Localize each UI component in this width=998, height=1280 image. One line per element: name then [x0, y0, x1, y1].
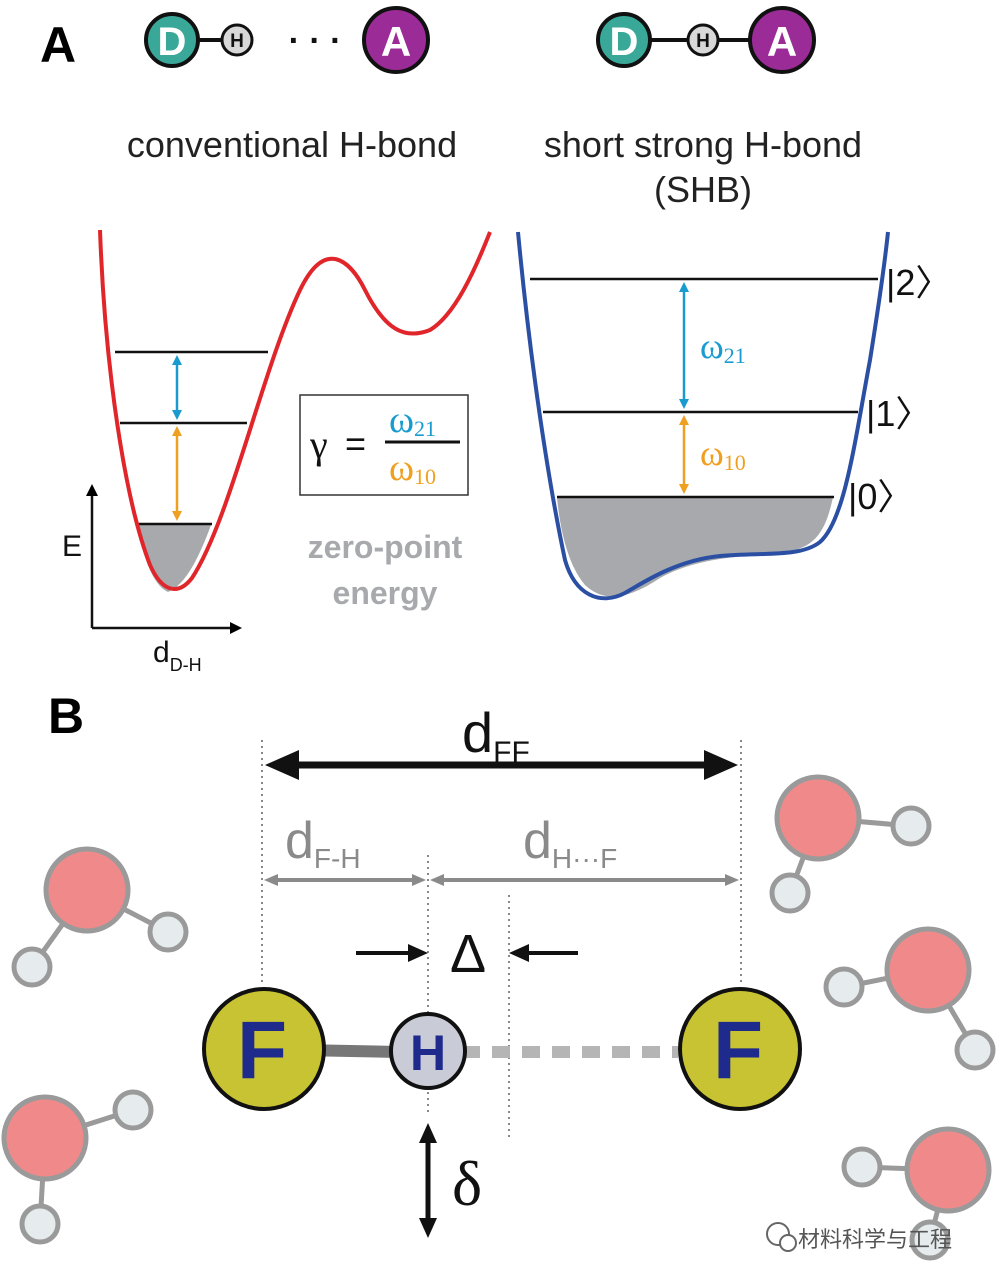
numerator: ω21: [389, 399, 436, 441]
shb-w21-label: ω21: [700, 326, 746, 368]
conventional-title: conventional H-bond: [127, 124, 457, 165]
energy-axes: E dD-H: [62, 484, 242, 675]
water-molecule: [1, 1089, 154, 1245]
shb-potential: ω21 ω10 |2〉 |1〉 |0〉: [516, 231, 951, 601]
guide-lines: [261, 740, 742, 1140]
conventional-molecule: D H · · · A: [144, 6, 430, 74]
water-molecule: [823, 926, 996, 1071]
dfh-label: dF-H: [285, 812, 361, 874]
shb-zpe-fill: [557, 497, 833, 597]
water-molecule: [841, 1126, 992, 1261]
hydrogen-center: [389, 1012, 467, 1090]
shb-curve: [516, 231, 890, 601]
dhf-label: dH···F: [523, 812, 617, 874]
denominator: ω10: [389, 447, 436, 489]
gamma-symbol: γ: [309, 422, 328, 467]
shb-acceptor-atom: [748, 6, 816, 74]
fluorine-left-label: F: [237, 1005, 287, 1096]
water-molecule: [11, 846, 189, 988]
ket-0-label: |0〉: [848, 476, 913, 517]
shb-title-line2: (SHB): [654, 169, 752, 210]
hbond-dots: · · ·: [289, 22, 342, 60]
hydrogen-atom: [220, 23, 254, 57]
donor-atom: [144, 12, 200, 68]
ket-1-label: |1〉: [866, 393, 931, 434]
watermark-text: 材料科学与工程: [798, 1227, 952, 1252]
shb-hydrogen-atom: [686, 23, 720, 57]
delta-upper-label: Δ: [450, 924, 486, 984]
fluorine-right: [678, 987, 802, 1111]
shb-molecule: D H A: [596, 6, 816, 74]
ket-2-label: |2〉: [886, 262, 951, 303]
delta-lower-label: δ: [452, 1148, 482, 1219]
zero-point-label-line2: energy: [333, 575, 438, 611]
acceptor-label: A: [381, 18, 411, 65]
y-axis-label: E: [62, 530, 82, 563]
shb-title-line1: short strong H-bond: [544, 124, 862, 165]
wechat-icon: [766, 1222, 790, 1246]
shb-donor-label: D: [610, 20, 639, 64]
water-molecules: [1, 774, 996, 1261]
shb-donor-atom: [596, 12, 652, 68]
x-axis-label: dD-H: [153, 636, 202, 675]
panel-a-label: A: [40, 17, 76, 73]
fhf-complex: F F H: [202, 987, 802, 1111]
panel-b-label: B: [48, 688, 84, 744]
gamma-formula: γ = ω21 ω10: [299, 394, 469, 496]
conventional-potential: [98, 229, 492, 592]
shb-w10-label: ω10: [700, 433, 746, 475]
zero-point-label-line1: zero-point: [308, 529, 463, 565]
acceptor-atom: [362, 6, 430, 74]
hydrogen-center-label: H: [410, 1025, 446, 1081]
donor-label: D: [158, 20, 187, 64]
conventional-curve: [98, 229, 492, 591]
formula-equals: =: [345, 423, 366, 464]
formula-box: [299, 394, 469, 496]
dff-label: dFF: [462, 701, 530, 769]
shb-hydrogen-label: H: [696, 31, 710, 52]
hydrogen-label: H: [230, 31, 244, 52]
water-molecule: [769, 774, 932, 914]
shb-acceptor-label: A: [767, 18, 797, 65]
watermark: 材料科学与工程: [766, 1222, 952, 1252]
fluorine-right-label: F: [713, 1005, 763, 1096]
fluorine-left: [202, 987, 326, 1111]
